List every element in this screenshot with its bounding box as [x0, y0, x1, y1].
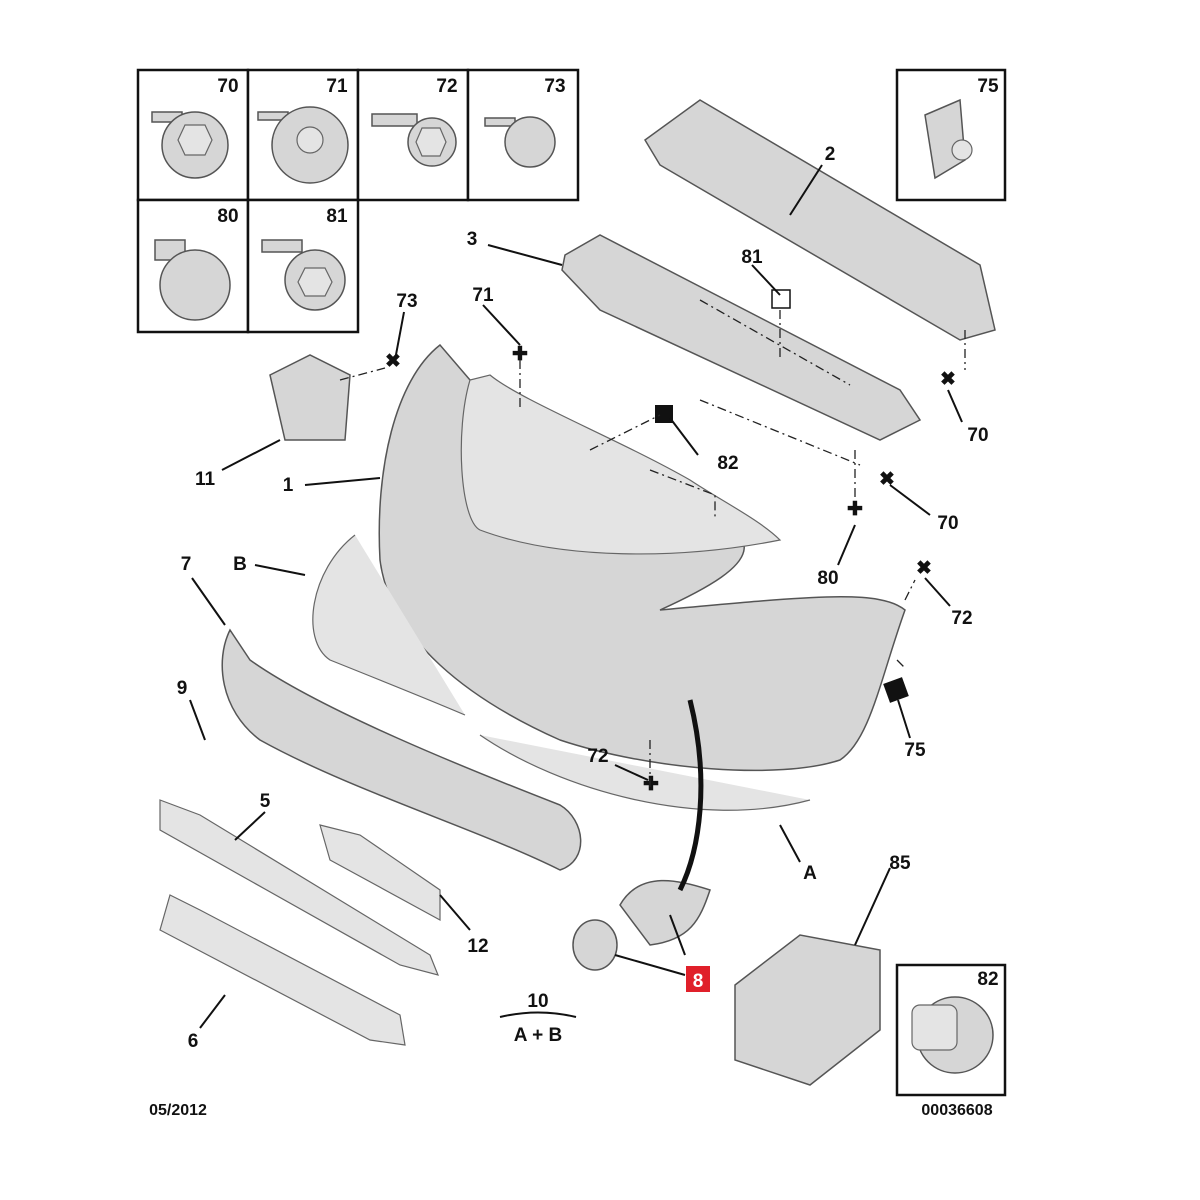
callout-8: 8	[693, 971, 704, 992]
kit-brace	[499, 1011, 577, 1018]
box-label-71: 71	[326, 76, 348, 97]
upper-grille-panel	[460, 374, 782, 555]
callout-81: 81	[741, 247, 763, 268]
screw-70-icon	[151, 111, 229, 179]
callout-71: 71	[472, 285, 494, 306]
screw-72-marker: ✖	[916, 558, 932, 579]
callouts: 2 3 81 71 73 11 1 82 70 70 80 72 7 B 9 7…	[149, 144, 993, 1119]
screw-71-marker: ✚	[512, 344, 528, 365]
spoiler-7	[221, 628, 582, 871]
screw-71-icon	[257, 106, 349, 184]
callout-12: 12	[467, 936, 488, 957]
callout-85: 85	[889, 853, 911, 874]
callout-82: 82	[717, 453, 738, 474]
callout-75: 75	[904, 740, 926, 761]
callout-72: 72	[951, 608, 972, 629]
callout-1: 1	[283, 475, 294, 496]
callout-5: 5	[260, 791, 271, 812]
parts: ✚ ✖ ✖ ✖ ✚ ✖ ✚	[159, 99, 996, 1086]
kit-contents: A + B	[514, 1025, 562, 1046]
screw-72-icon	[371, 113, 457, 167]
trim-A	[479, 734, 811, 811]
clip-82-marker	[655, 405, 673, 423]
callout-72: 72	[587, 746, 608, 767]
clip-80-icon	[154, 239, 231, 321]
box-label-73: 73	[544, 76, 565, 97]
screw-81-icon	[261, 239, 346, 311]
reinforcement-beam-2	[644, 99, 996, 341]
callout-3: 3	[467, 229, 478, 250]
absorber-3	[561, 234, 922, 441]
box-label-81: 81	[326, 206, 348, 227]
callout-7: 7	[181, 554, 192, 575]
grille-12	[319, 824, 441, 922]
callout-6: 6	[188, 1031, 199, 1052]
grille-6	[159, 894, 406, 1046]
clip-75-icon	[924, 98, 973, 180]
kit-number: 10	[527, 991, 548, 1012]
box-label-75: 75	[977, 76, 999, 97]
hardware-grid: 70 71 72 73 80 81 75 82	[136, 68, 1007, 1097]
screw-72-marker: ✚	[643, 774, 659, 795]
clip-82-icon	[911, 996, 994, 1074]
callout-9: 9	[177, 678, 188, 699]
callout-80: 80	[817, 568, 838, 589]
box-label-72: 72	[436, 76, 457, 97]
callout-8-highlight	[686, 966, 710, 992]
foglamp-ring-8	[572, 919, 618, 971]
screw-73-icon	[484, 116, 556, 168]
callout-11: 11	[195, 469, 216, 490]
callout-73: 73	[396, 291, 417, 312]
callout-A: A	[803, 863, 817, 884]
callout-70: 70	[937, 513, 958, 534]
screw-81-marker	[771, 289, 791, 309]
callout-2: 2	[825, 144, 836, 165]
clip-75-marker	[883, 677, 909, 703]
box-label-80: 80	[217, 206, 238, 227]
grille-5	[159, 799, 439, 976]
box-label-82: 82	[977, 969, 998, 990]
callout-70: 70	[967, 425, 988, 446]
screw-70-marker: ✖	[940, 369, 956, 390]
callout-B: B	[233, 554, 247, 575]
diagram-date: 05/2012	[149, 1102, 207, 1119]
screw-73-marker: ✖	[385, 351, 401, 372]
box-label-70: 70	[217, 76, 238, 97]
trim-B	[312, 534, 466, 716]
diagram-reference: 00036608	[921, 1102, 992, 1119]
emblem-11	[269, 354, 351, 441]
foglamp-bezel-8	[619, 879, 711, 946]
clip-80-marker: ✚	[847, 499, 863, 520]
clip-kit-85	[734, 934, 881, 1086]
